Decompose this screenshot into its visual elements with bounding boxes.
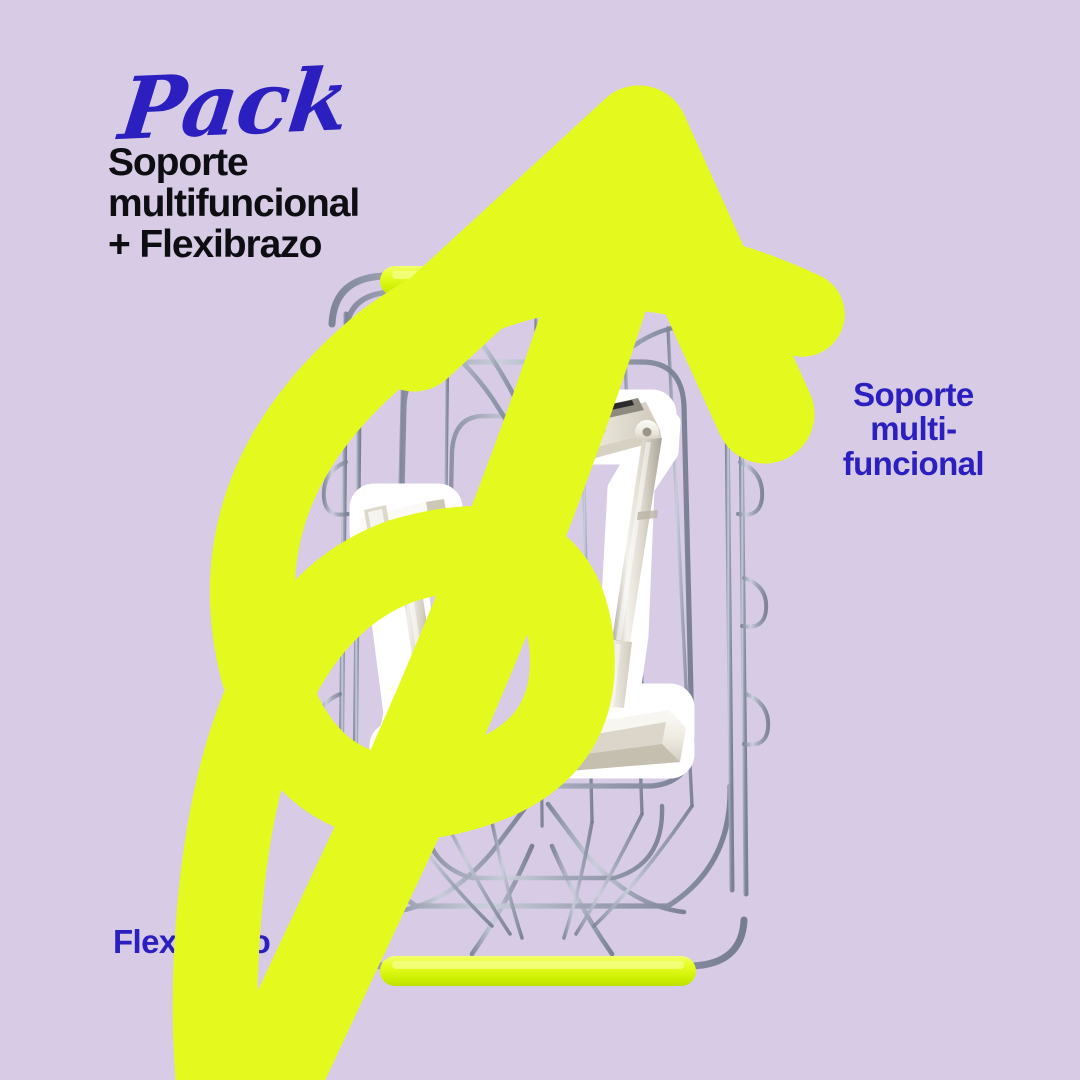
basket-handle-bottom	[380, 956, 696, 986]
callout-arrow-up	[0, 0, 815, 1080]
page-subtitle: Soporte multifuncional + Flexibrazo	[108, 140, 360, 267]
callout-label-soporte: Soporte multi- funcional	[842, 376, 985, 482]
headline-block: Pack Soporte multifuncional + Flexibrazo	[108, 49, 608, 267]
soporte-upper-arm	[612, 438, 662, 642]
callout-arrow-down	[0, 160, 845, 1080]
